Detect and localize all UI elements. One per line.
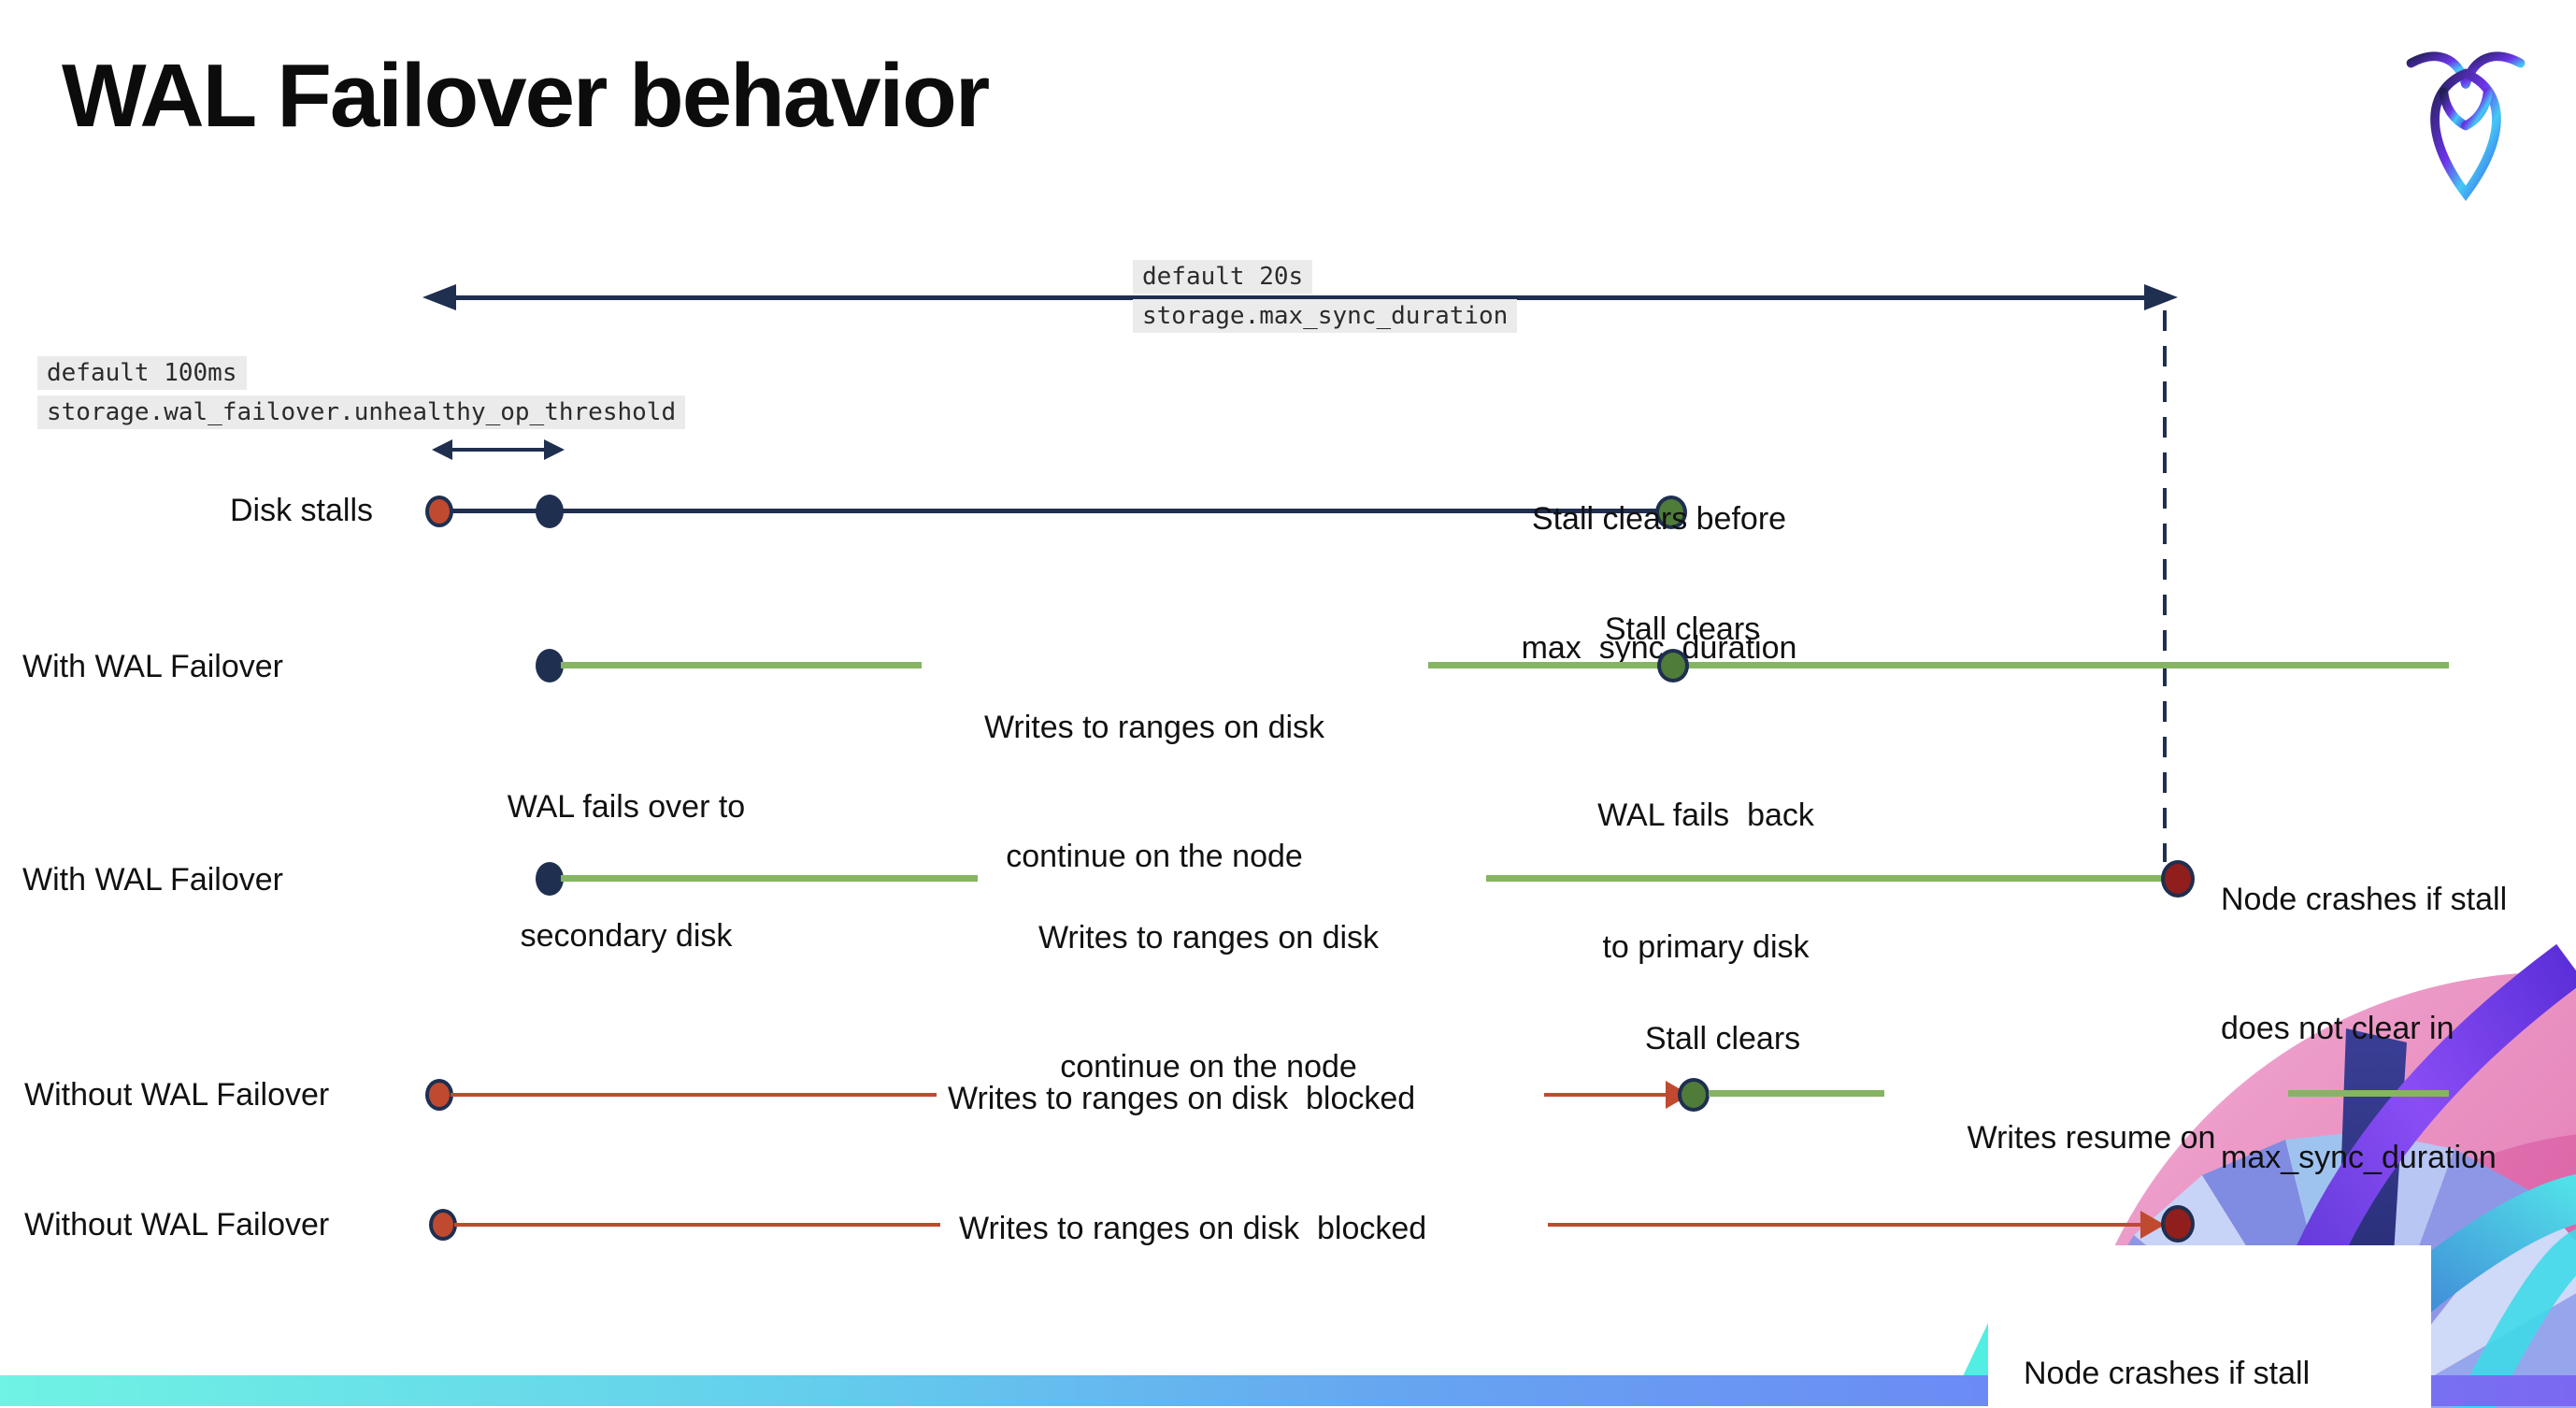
callout-node-crashes-2: Node crashes if stall does not clear in … <box>1988 1245 2431 1408</box>
small-arrowhead-left-icon <box>432 439 452 460</box>
max-sync-default-chip: default 20s <box>1133 260 1313 294</box>
stall-clear-dot <box>1655 496 1687 529</box>
writes-continue2-line-a <box>561 875 978 882</box>
writes-blocked-line-a <box>451 1093 937 1097</box>
node-crash-dot-2 <box>2161 1205 2195 1243</box>
writes-blocked2-line-a <box>454 1223 940 1227</box>
red-arrowhead-icon-2 <box>2140 1211 2165 1239</box>
writes-blocked-line-b <box>1544 1093 1667 1097</box>
writes-continue2-line-b <box>1486 875 2167 882</box>
callout-writes-continue-1: Writes to ranges on disk continue on the… <box>983 710 1325 874</box>
row-label-with-wal-failover-2: With WAL Failover <box>22 862 283 898</box>
arrowhead-right-icon <box>2144 284 2178 310</box>
callout-node-crashes-1: Node crashes if stall does not clear in … <box>2221 882 2508 1175</box>
callout-stall-clears-before: Stall clears before max_sync_duration <box>1521 501 1797 666</box>
writes-resume-line-b <box>2288 1090 2449 1097</box>
writes-resume-line-a <box>1709 1090 1884 1097</box>
threshold-arrow-line <box>449 448 548 452</box>
callout-stall-clears-1: Stall clears <box>1604 611 1761 647</box>
callout-writes-blocked-2: Writes to ranges on disk blocked <box>959 1211 1427 1246</box>
disk-stall-timeline <box>439 509 1671 513</box>
callout-wal-fails-back: WAL fails back to primary disk <box>1597 797 1814 965</box>
page-title: WAL Failover behavior <box>62 46 990 146</box>
callout-writes-continue-2: Writes to ranges on disk continue on the… <box>1038 920 1380 1085</box>
row-label-without-wal-failover-2: Without WAL Failover <box>24 1207 330 1243</box>
callout-writes-blocked-1: Writes to ranges on disk blocked <box>948 1081 1416 1116</box>
failover-dot <box>536 649 564 682</box>
max-sync-duration-arrow-line <box>454 295 2146 300</box>
small-arrowhead-right-icon <box>544 439 565 460</box>
writes-blocked2-line-b <box>1548 1223 2142 1227</box>
cockroachdb-logo-icon <box>2400 45 2531 204</box>
row-label-without-wal-failover-1: Without WAL Failover <box>24 1077 330 1113</box>
row-label-with-wal-failover-1: With WAL Failover <box>22 649 283 684</box>
writes-continue-line-a <box>561 662 922 668</box>
threshold-dot <box>536 495 564 528</box>
threshold-default-chip: default 100ms <box>37 356 247 390</box>
max-sync-setting-chip: storage.max_sync_duration <box>1133 299 1518 333</box>
callout-wal-fails-over: WAL fails over to secondary disk <box>507 789 746 954</box>
arrowhead-left-icon <box>422 284 456 310</box>
row-label-disk-stalls: Disk stalls <box>230 493 374 528</box>
stall-clear-dot-2 <box>1678 1078 1710 1112</box>
callout-stall-clears-2: Stall clears <box>1644 1021 1801 1056</box>
stall-start-dot <box>425 496 453 527</box>
node-crash-dot-1 <box>2161 860 2195 898</box>
threshold-setting-chip: storage.wal_failover.unhealthy_op_thresh… <box>37 395 686 429</box>
stall-start-dot-2 <box>425 1079 453 1111</box>
stall-start-dot-3 <box>429 1209 457 1241</box>
failback-dot <box>1657 649 1689 682</box>
failover-dot-2 <box>536 862 564 896</box>
max-sync-deadline-dashed-line <box>2163 310 2167 862</box>
writes-continue-line-b <box>1428 662 2449 668</box>
